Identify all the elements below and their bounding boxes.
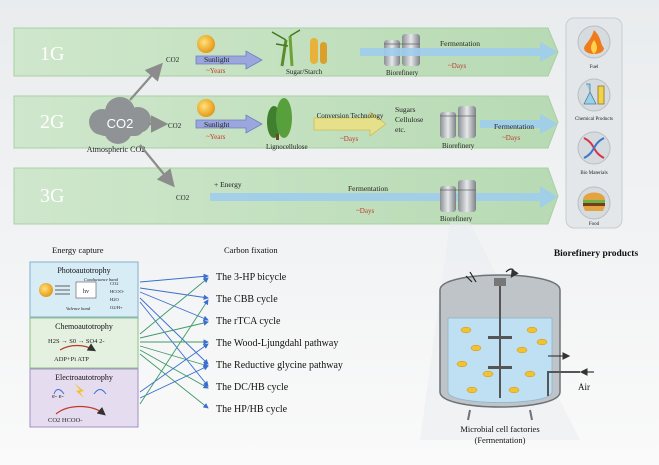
pathway-reductive-glycine: The Reductive glycine pathway (216, 360, 343, 371)
sunlight-arrow-1g (195, 50, 263, 70)
chemoautotrophy-box: Chemoautotrophy H2S → S0 → SO4 2- ADP+Pi… (29, 317, 139, 369)
co2-bubble-label: CO2 (107, 116, 134, 131)
photo-product-4: O2/H+ (110, 305, 123, 310)
lignocellulose-tree-icon (267, 98, 292, 140)
pathway-hp-hb-cycle: The HP/HB cycle (216, 404, 288, 415)
burger-icon (583, 192, 605, 211)
product-label-fuel: Fuel (590, 65, 600, 70)
product-chemicals: Chemical Products (575, 78, 613, 122)
sun-icon-photo (39, 283, 53, 297)
photo-product-3: H2O (110, 297, 119, 302)
products-title: Biorefinery products (554, 249, 639, 259)
sunlight-label-2g: Sunlight (204, 120, 230, 129)
sugarcane-icon (271, 29, 327, 67)
row-label-1g: 1G (40, 43, 64, 65)
energy-to-pathway-links (139, 273, 209, 409)
conversion-label: Conversion Technology (317, 112, 384, 120)
pathway-wood-ljungdahl: The Wood-Ljungdahl pathway (216, 338, 338, 349)
chemo-atp: ADP+Pi ATP (54, 356, 89, 363)
row-label-3g: 3G (40, 185, 64, 207)
biorefinery-label-1g: Biorefinery (386, 69, 419, 77)
co2-label-2g: CO2 (168, 122, 182, 130)
arrow-to-3g (139, 144, 175, 188)
sunlight-time-1g: ~Years (206, 67, 226, 75)
factory-caption-1: Microbial cell factories (460, 424, 539, 434)
process-arrow-2g (480, 114, 558, 134)
electro-reaction: CO2 HCOO- (48, 417, 83, 424)
electroautotrophy-box: Electroautotrophy e- e- CO2 HCOO- (29, 368, 139, 428)
hv-label: hv (83, 289, 89, 295)
products-panel (565, 17, 623, 229)
biorefinery-icon-2g (440, 106, 476, 138)
feedstock-label-1g: Sugar/Starch (286, 68, 323, 76)
factory-caption-2: (Fermentation) (475, 435, 526, 445)
process-label-1g: Fermentation (440, 39, 480, 48)
carbon-fixation-header: Carbon fixation (224, 245, 278, 255)
conversion-time: ~Days (340, 135, 358, 143)
cell-icons (456, 326, 548, 394)
dna-icon (583, 137, 605, 159)
process-arrow-1g (360, 42, 558, 62)
process-label-2g: Fermentation (494, 122, 534, 131)
co2-label-1g: CO2 (166, 56, 180, 64)
product-fuel: Fuel (577, 25, 611, 70)
flask-icon (583, 83, 605, 105)
bioreactor-icon (439, 268, 594, 421)
photoautotrophy-box: Photoautotrophy hv Conductance band Vale… (29, 261, 139, 318)
photoautotrophy-title: Photoautotrophy (57, 266, 110, 275)
product-label-food: Food (589, 222, 600, 227)
pathway-cbb-cycle: The CBB cycle (216, 294, 278, 305)
energy-label: + Energy (214, 180, 242, 189)
valence-band-label: Valence band (66, 306, 91, 311)
product-label-biomaterials: Bio Materials (580, 171, 607, 176)
pathway-rtca-cycle: The rTCA cycle (216, 316, 281, 327)
sunlight-arrow-2g (195, 114, 263, 134)
product-food: Food (577, 186, 611, 227)
atmospheric-co2: CO2 Atmospheric CO2 (87, 97, 151, 154)
photo-product-1: CO2 (110, 281, 119, 286)
energy-capture-header: Energy capture (52, 245, 104, 255)
biorefinery-icon-3g (440, 180, 476, 212)
pathway-dc-hb-cycle: The DC/HB cycle (216, 382, 289, 393)
carbon-fixation-list: The 3-HP bicycle The CBB cycle The rTCA … (216, 272, 343, 415)
air-label: Air (578, 382, 590, 392)
row-label-2g: 2G (40, 111, 64, 133)
feedstock-label-2g: Lignocellulose (266, 143, 308, 151)
biorefinery-label-2g: Biorefinery (442, 142, 475, 150)
chemoautotrophy-title: Chemoautotrophy (55, 322, 113, 331)
sunlight-label-1g: Sunlight (204, 55, 230, 64)
biorefinery-label-3g: Biorefinery (440, 215, 473, 223)
co2-label-3g: CO2 (176, 194, 190, 202)
process-time-1g: ~Days (448, 62, 466, 70)
process-label-3g: Fermentation (348, 184, 388, 193)
atmospheric-co2-label: Atmospheric CO2 (87, 145, 145, 154)
electroautotrophy-title: Electroautotrophy (55, 373, 113, 382)
photo-product-2: HCOO- (110, 289, 125, 294)
co2-cloud-icon (89, 97, 151, 144)
lightning-icon (74, 383, 84, 398)
conversion-arrow (313, 111, 387, 137)
process-time-2g: ~Days (502, 134, 520, 142)
product-biomaterials: Bio Materials (577, 131, 611, 176)
pathway-3hp-bicycle: The 3-HP bicycle (216, 272, 287, 283)
sun-icon-2g (197, 99, 215, 117)
process-time-3g: ~Days (356, 207, 374, 215)
chemo-reaction: H2S → S0 → SO4 2- (48, 338, 105, 345)
arrow-to-1g (129, 62, 163, 101)
sunlight-time-2g: ~Years (206, 133, 226, 141)
electro-electrons: e- e- (52, 393, 64, 400)
process-arrow-3g (210, 186, 558, 208)
conductance-band-label: Conductance band (84, 277, 119, 282)
product-label-chemicals: Chemical Products (575, 117, 613, 122)
sun-icon-1g (197, 35, 215, 53)
